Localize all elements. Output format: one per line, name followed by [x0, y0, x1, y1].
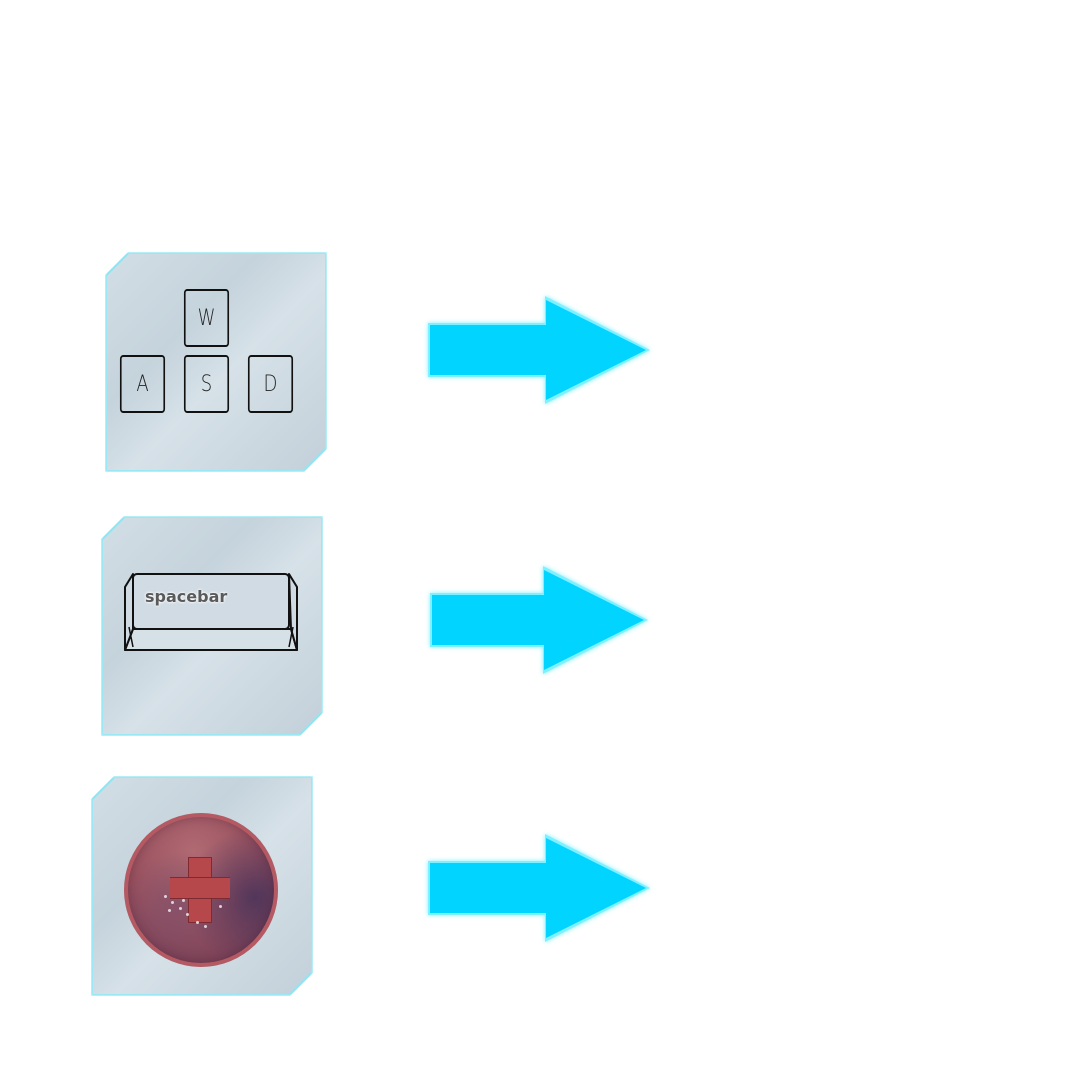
key-s: S — [184, 355, 229, 413]
key-d: D — [248, 355, 293, 413]
sparkle-icon — [179, 907, 182, 910]
sparkle-icon — [219, 905, 222, 908]
sparkle-icon — [204, 925, 207, 928]
wasd-control-card: W A S D — [107, 254, 325, 470]
sparkle-icon — [168, 909, 171, 912]
sparkle-icon — [186, 913, 189, 916]
sparkle-icon — [182, 899, 185, 902]
sparkle-icon — [164, 895, 167, 898]
arrow-right-icon — [424, 830, 654, 946]
sparkle-icon — [196, 921, 199, 924]
spacebar-control-card: spacebar — [103, 518, 321, 734]
heal-control-card — [93, 778, 311, 994]
spacebar-label: spacebar — [145, 587, 228, 606]
spacebar-key-icon: spacebar — [123, 572, 299, 654]
key-w: W — [184, 289, 229, 347]
key-a: A — [120, 355, 165, 413]
sparkle-icon — [171, 901, 174, 904]
cross-icon-bar — [170, 877, 230, 899]
arrow-right-icon — [426, 562, 656, 678]
health-orb-icon — [124, 813, 278, 967]
arrow-right-icon — [424, 292, 654, 408]
